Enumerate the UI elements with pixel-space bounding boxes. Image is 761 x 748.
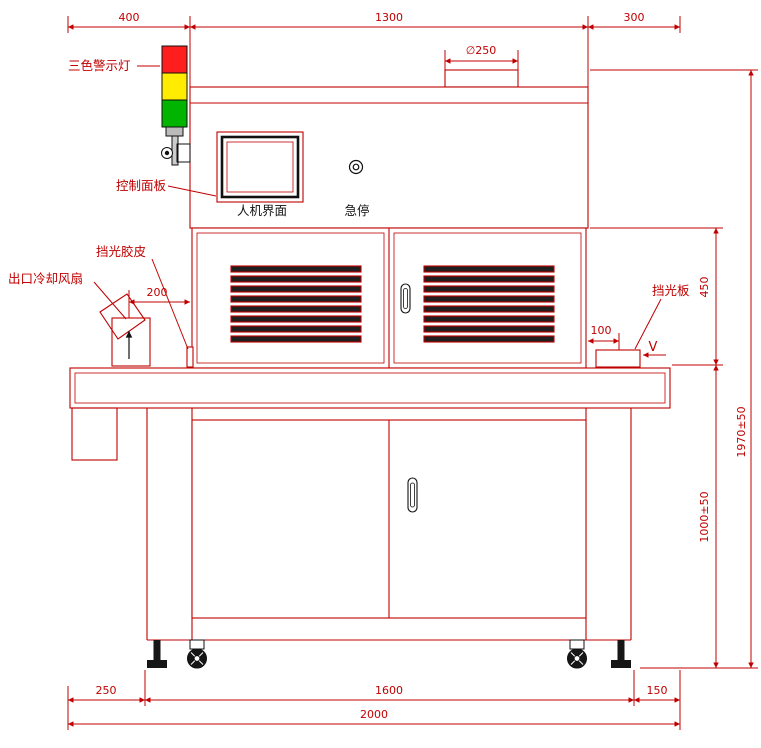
light-plate (595, 349, 641, 368)
dim-width-left: 400 (119, 11, 140, 24)
left-hanging-box (71, 407, 118, 461)
dimension-lines (67, 16, 758, 730)
caster-left-hub (193, 655, 201, 662)
louver-door-left (196, 232, 385, 364)
estop-button-outer (348, 159, 364, 175)
leveling-foot-right (611, 640, 631, 668)
estop-button-inner (352, 163, 360, 171)
hmi-screen (226, 141, 294, 193)
machine-body (69, 69, 671, 641)
callout-texts: 三色警示灯 控制面板 人机界面 急停 挡光胶皮 出口冷却风扇 挡光板 V (8, 58, 690, 355)
light-rubber-strip (186, 346, 194, 368)
label-hmi: 人机界面 (237, 203, 287, 218)
foot-right-stem (617, 640, 625, 660)
work-table-inner (74, 372, 666, 404)
work-table (69, 367, 671, 409)
label-view-mark: V (649, 340, 658, 355)
control-panel-frame (220, 135, 300, 199)
caster-left (187, 639, 207, 669)
louver-door-right (393, 232, 582, 364)
caster-right-bracket (569, 639, 585, 650)
warning-light-yellow (161, 72, 188, 101)
label-light-plate: 挡光板 (652, 283, 690, 298)
foot-right-pad (611, 660, 631, 668)
warning-light-bracket (176, 143, 191, 163)
top-port (444, 69, 519, 88)
leveling-foot-left (147, 640, 167, 668)
extension-lines-bottom (67, 670, 681, 730)
label-control-panel: 控制面板 (116, 178, 167, 193)
caster-right (567, 639, 587, 669)
caster-left-bracket (189, 639, 205, 650)
fan-housing (111, 317, 151, 367)
dim-port-diameter: ∅250 (466, 44, 497, 57)
caster-right-hub (573, 655, 581, 662)
outlet-cooling-fan (99, 293, 151, 367)
label-light-rubber: 挡光胶皮 (96, 244, 146, 259)
dimension-texts: 400 1300 300 ∅250 450 1970±50 1000±50 20… (96, 11, 749, 721)
warning-light-tower (161, 45, 191, 166)
dim-base-total: 2000 (360, 708, 388, 721)
extension-lines-right (590, 69, 758, 669)
dim-table-height: 1000±50 (698, 491, 711, 542)
leader-control-panel (167, 185, 217, 197)
dim-base-right: 150 (647, 684, 668, 697)
dim-base-left: 250 (96, 684, 117, 697)
middle-door-handle-grip (403, 288, 408, 309)
callout-leader-lines (93, 65, 662, 350)
dim-fan-offset: 200 (147, 286, 168, 299)
warning-light-red (161, 45, 188, 74)
warning-light-base (165, 126, 184, 137)
dim-plate-offset: 100 (591, 324, 612, 337)
fan-tilted-flap (99, 293, 146, 340)
leader-light-rubber (151, 258, 189, 350)
dim-upper-height: 450 (698, 277, 711, 298)
label-outlet-fan: 出口冷却风扇 (8, 271, 83, 286)
leader-outlet-fan (93, 281, 127, 320)
foot-left-pad (147, 660, 167, 668)
dim-base-center: 1600 (375, 684, 403, 697)
label-warning-light: 三色警示灯 (68, 58, 131, 73)
label-estop: 急停 (344, 203, 369, 218)
warning-light-bolt-center (164, 150, 170, 156)
foot-left-stem (153, 640, 161, 660)
dim-total-height: 1970±50 (735, 406, 748, 457)
lower-door-handle-grip (410, 482, 415, 508)
warning-light-green (161, 99, 188, 128)
dim-width-right: 300 (624, 11, 645, 24)
dim-width-center: 1300 (375, 11, 403, 24)
leader-light-plate (634, 298, 662, 350)
control-panel-outer (216, 131, 304, 203)
